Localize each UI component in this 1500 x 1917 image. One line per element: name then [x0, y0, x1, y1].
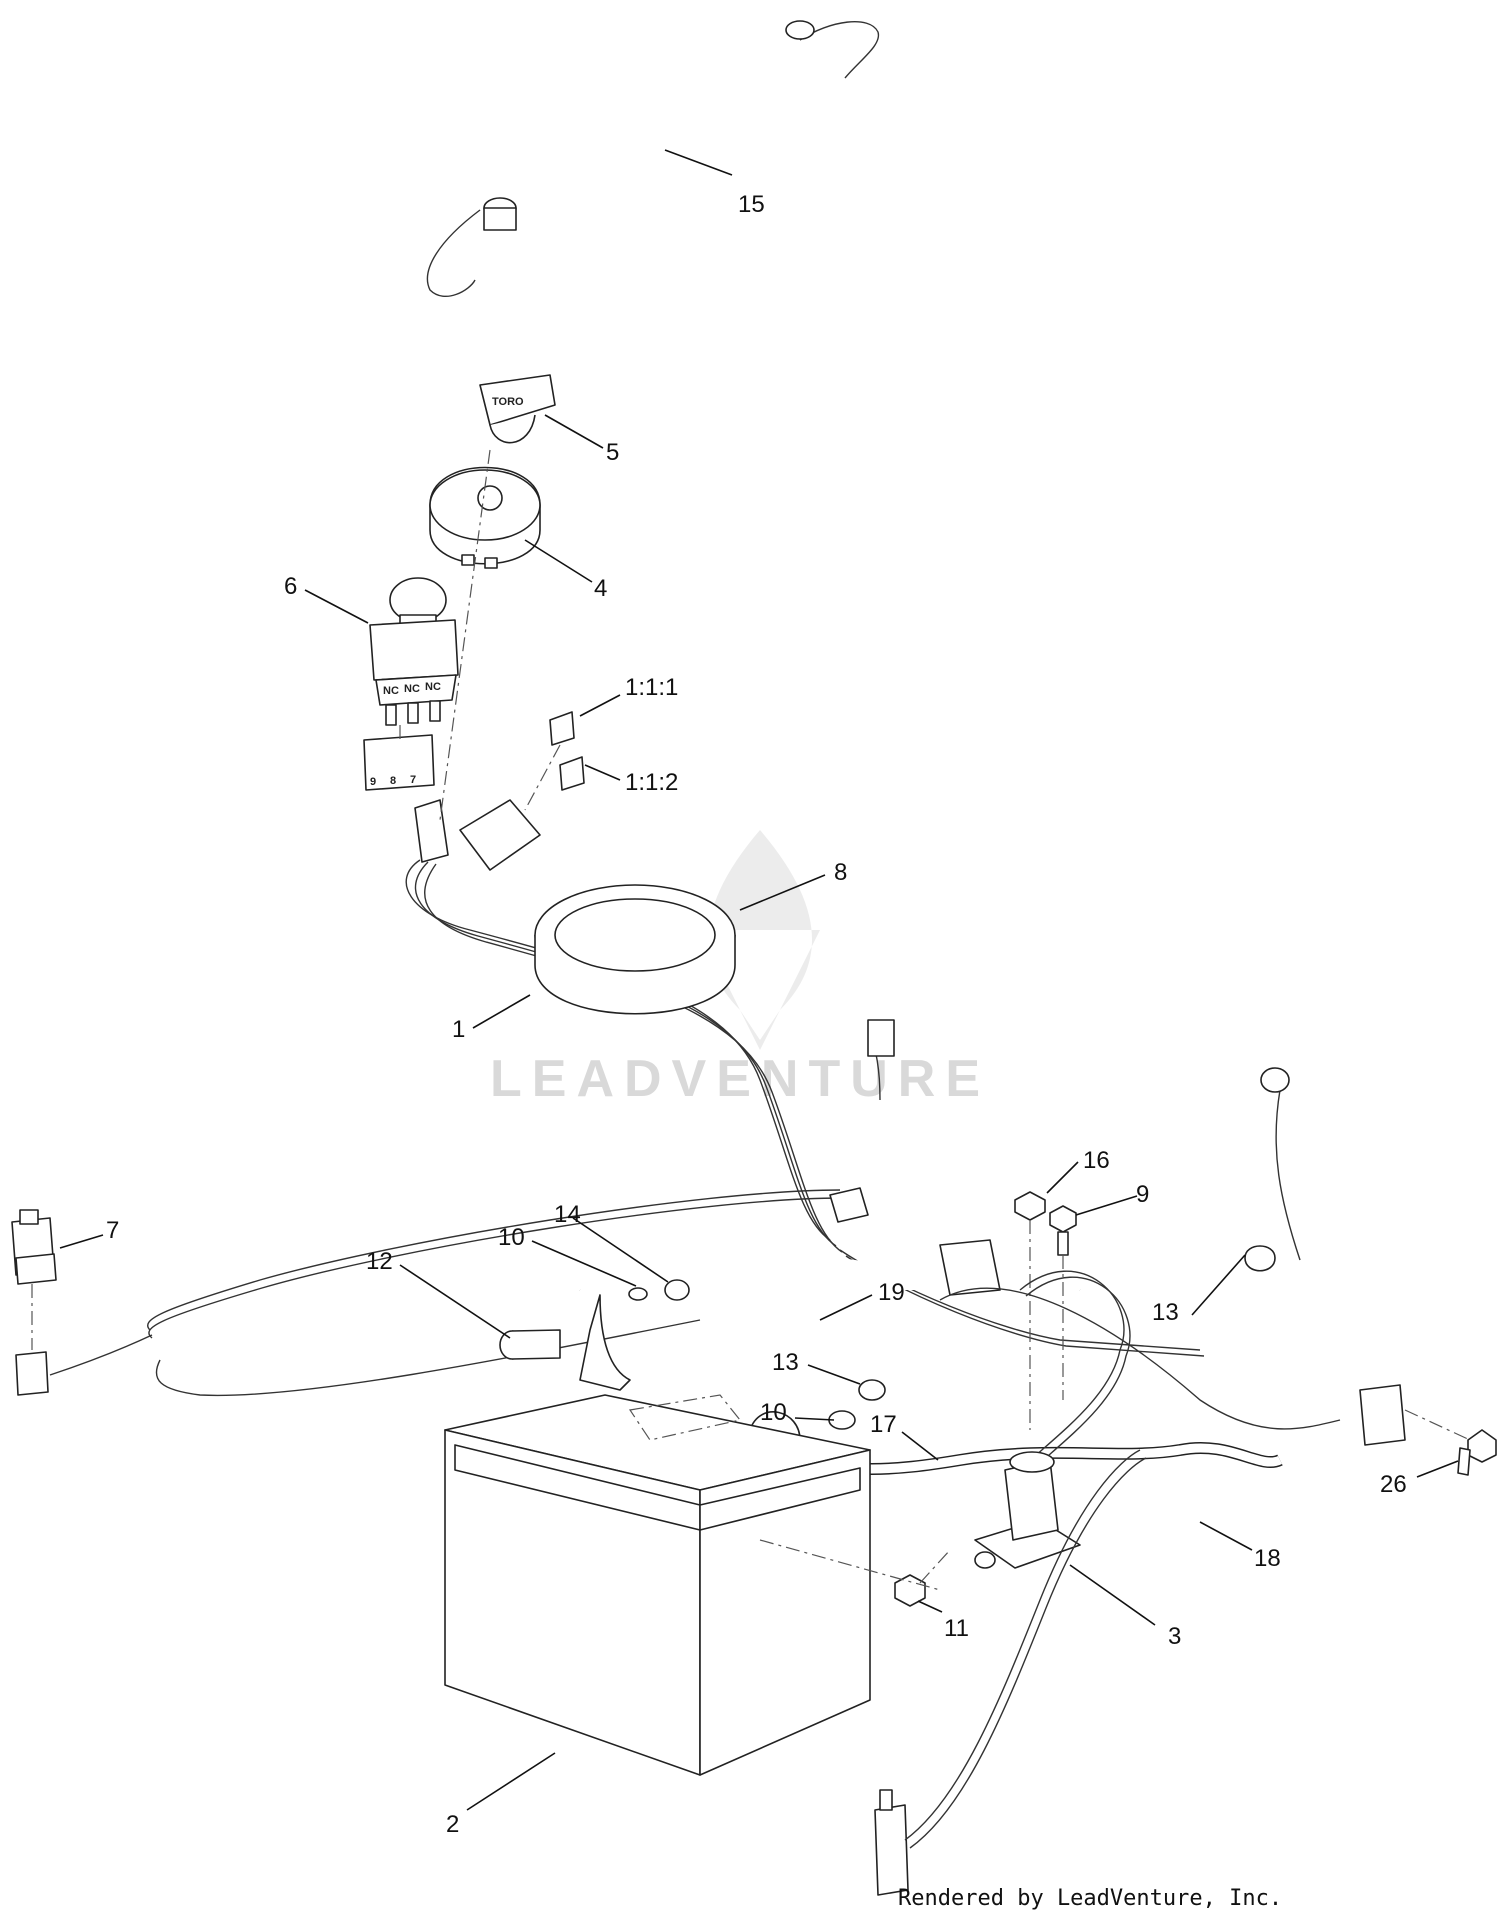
callout-13-battery: 13 — [772, 1349, 799, 1376]
part-3-solenoid — [974, 1451, 1081, 1569]
part-11-bolt — [894, 1549, 951, 1607]
connector-pin-9: 9 — [370, 776, 376, 788]
callout-1: 1 — [452, 1016, 465, 1043]
callout-2: 2 — [446, 1811, 459, 1838]
right-connector — [1359, 1384, 1471, 1446]
callout-6: 6 — [284, 573, 297, 600]
callout-16: 16 — [1083, 1147, 1110, 1174]
callout-10-upper: 10 — [498, 1224, 525, 1251]
fuses — [549, 711, 585, 791]
callout-5: 5 — [606, 439, 619, 466]
part-10-washer-upper — [628, 1287, 648, 1301]
part-26-bolt — [1457, 1429, 1497, 1476]
watermark-flame-logo — [700, 830, 820, 1050]
connector-pin-8: 8 — [390, 775, 396, 787]
callout-3: 3 — [1168, 1623, 1181, 1650]
part-12-bolt — [499, 1329, 561, 1360]
callout-17: 17 — [870, 1411, 897, 1438]
assembly-line-fuses — [524, 744, 561, 811]
leader-lines — [59, 149, 1459, 1811]
callout-8: 8 — [834, 859, 847, 886]
part-13-nut-right — [1244, 1067, 1301, 1272]
callout-15: 15 — [738, 191, 765, 218]
callout-labels: 15 5 4 6 1:1:1 1:1:2 8 1 7 12 10 14 19 1… — [106, 191, 1407, 1838]
callout-4: 4 — [594, 575, 607, 602]
callout-14: 14 — [554, 1201, 581, 1228]
footer-credit: Rendered by LeadVenture, Inc. — [898, 1886, 1283, 1911]
pto-contact-2: NC — [404, 683, 420, 695]
callout-12: 12 — [366, 1248, 393, 1275]
part-13-nut-battery — [858, 1379, 886, 1401]
watermark: LEADVENTURE — [490, 830, 990, 1108]
callout-11: 11 — [944, 1615, 969, 1642]
callout-1-1-1: 1:1:1 — [625, 674, 678, 701]
part-4-ignition-switch — [429, 466, 541, 569]
callout-19: 19 — [878, 1279, 905, 1306]
part-8-pad — [534, 884, 736, 1015]
part-6-pto-switch: NC NC NC — [369, 577, 459, 726]
watermark-text: LEADVENTURE — [490, 1050, 990, 1108]
callout-26: 26 — [1380, 1471, 1407, 1498]
callout-1-1-2: 1:1:2 — [625, 769, 678, 796]
part-7-relay — [11, 1209, 57, 1396]
callout-18: 18 — [1254, 1545, 1281, 1572]
callout-9: 9 — [1136, 1181, 1149, 1208]
pto-contact-3: NC — [425, 681, 441, 693]
harness-connector-pto: 9 8 7 — [363, 734, 435, 791]
part-19-cable — [567, 1234, 1082, 1391]
part-5-key: TORO — [479, 374, 556, 444]
part-2-battery — [444, 1394, 941, 1776]
key-brand-text: TORO — [492, 396, 524, 408]
connector-pin-7: 7 — [410, 774, 416, 786]
callout-10-battery: 10 — [760, 1399, 787, 1426]
part-18-harness — [939, 1270, 1341, 1477]
part-16-nut — [1014, 1191, 1046, 1430]
part-15-strap — [426, 20, 880, 297]
callout-7: 7 — [106, 1217, 119, 1244]
part-9-screw — [1049, 1205, 1077, 1400]
part-14-wing-nut — [664, 1279, 690, 1301]
pto-contact-1: NC — [383, 685, 399, 697]
lower-switch — [874, 1449, 1147, 1896]
assembly-line-key — [439, 449, 491, 821]
callout-13-right: 13 — [1152, 1299, 1179, 1326]
